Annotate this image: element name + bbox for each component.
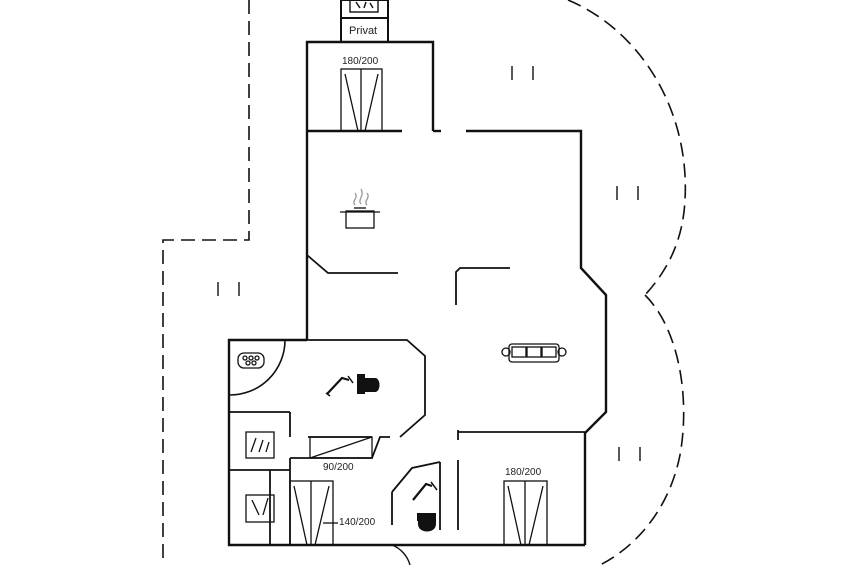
window-marks [217,66,641,461]
bed-left [289,480,338,546]
sauna-icon [349,0,379,13]
shower-icon-lower [412,481,438,501]
shower-icon [325,375,354,397]
toilet-icon-lower [417,513,436,532]
bed-top-size-label: 180/200 [342,56,379,67]
dryer-icon [245,494,275,523]
bed-right [503,480,548,546]
bed-small-size-label: 90/200 [323,462,354,473]
terrace-outline [162,0,687,565]
cooking-pot-icon [340,188,380,229]
washing-machine-icon [245,431,275,459]
bed-right-size-label: 180/200 [505,467,542,478]
sofa-icon [501,343,567,363]
bed-left-size-label: 140/200 [339,517,376,528]
hot-tub-icon [237,352,265,369]
interior-walls [228,254,585,565]
bed-small [309,436,373,459]
bed-top [340,68,383,132]
private-room-label: Privat [349,25,378,37]
toilet-icon[interactable] [357,374,380,394]
